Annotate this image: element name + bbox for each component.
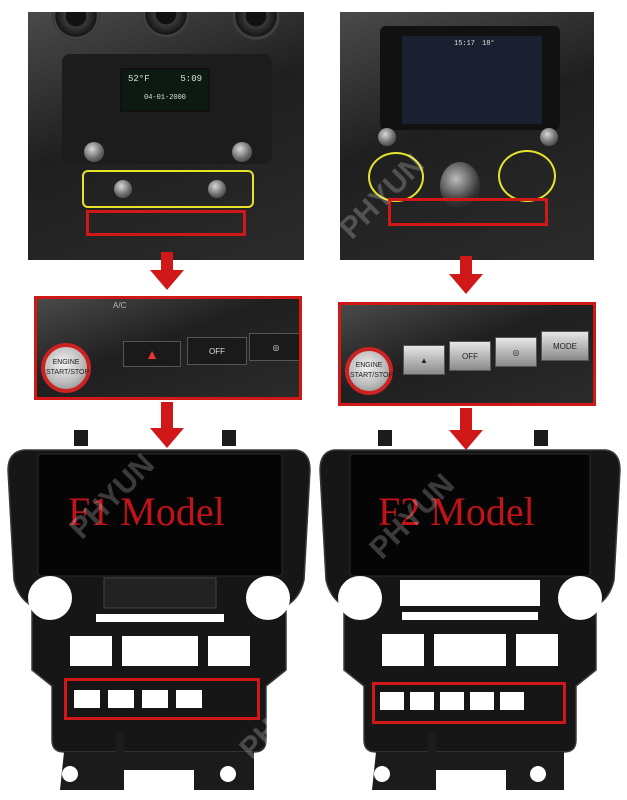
tune-knob (540, 128, 558, 146)
f2-switch-cutout-highlight (372, 682, 566, 724)
toggle-switch-4: MODE (541, 331, 589, 361)
climate-control-highlight-right (498, 150, 556, 202)
factory-lcd-screen: 52°F 5:09 04-01-2000 (120, 68, 210, 112)
mode-label: MODE (553, 341, 577, 351)
engine-start-stop-button: ENGINE START/STOP (345, 347, 393, 395)
traction-off-button: OFF (187, 337, 247, 365)
lcd-time: 5:09 (180, 74, 202, 84)
climate-control-highlight (82, 170, 254, 208)
engine-start-stop-button: ENGINE START/STOP (41, 343, 91, 393)
ac-label: A/C (113, 301, 127, 310)
left-air-vent (52, 12, 100, 40)
toggle-switch-3: ◎ (495, 337, 537, 367)
gear-shift-knob (440, 162, 480, 210)
volume-knob (84, 142, 104, 162)
lcd-date: 04-01-2000 (144, 94, 187, 102)
climate-knob-left (114, 180, 132, 198)
sync-touch-screen: 15:17 18° (400, 34, 544, 126)
f2-model-panel: F2 Model (316, 430, 624, 798)
original-dashboard-photo-right: 15:17 18° (340, 12, 594, 260)
lcd-temp: 18° (482, 40, 495, 48)
off-label: OFF (209, 346, 225, 356)
climate-knob-right (208, 180, 226, 198)
steering-mode-button: ◎ (249, 333, 299, 361)
f1-model-panel: F1 Model (4, 430, 316, 798)
tune-knob (232, 142, 252, 162)
volume-knob (378, 128, 396, 146)
hazard-button: ▲ (123, 341, 181, 367)
right-air-vent (232, 12, 280, 40)
toggle-switch-2: OFF (449, 341, 491, 371)
toggle-switch-1: ▲ (403, 345, 445, 375)
original-dashboard-photo-left: 52°F 5:09 04-01-2000 (28, 12, 304, 260)
f2-model-label: F2 Model (378, 489, 535, 534)
switch-row-zoom-right: ENGINE START/STOP ▲ OFF ◎ MODE (338, 302, 596, 406)
switch-row-highlight-right (388, 198, 548, 226)
lcd-temp: 52°F (128, 74, 150, 84)
center-air-vent (142, 12, 190, 38)
off-label: OFF (462, 351, 478, 361)
f1-switch-cutout-highlight (64, 678, 260, 720)
f1-bezel-drawing (7, 430, 311, 790)
climate-control-highlight-left (368, 152, 424, 202)
f1-model-label: F1 Model (68, 489, 225, 534)
switch-row-highlight-left (86, 210, 246, 236)
lcd-time: 15:17 (454, 40, 476, 48)
f2-bezel-drawing (319, 430, 621, 790)
switch-row-zoom-left: A/C ENGINE START/STOP ▲ OFF ◎ (34, 296, 302, 400)
